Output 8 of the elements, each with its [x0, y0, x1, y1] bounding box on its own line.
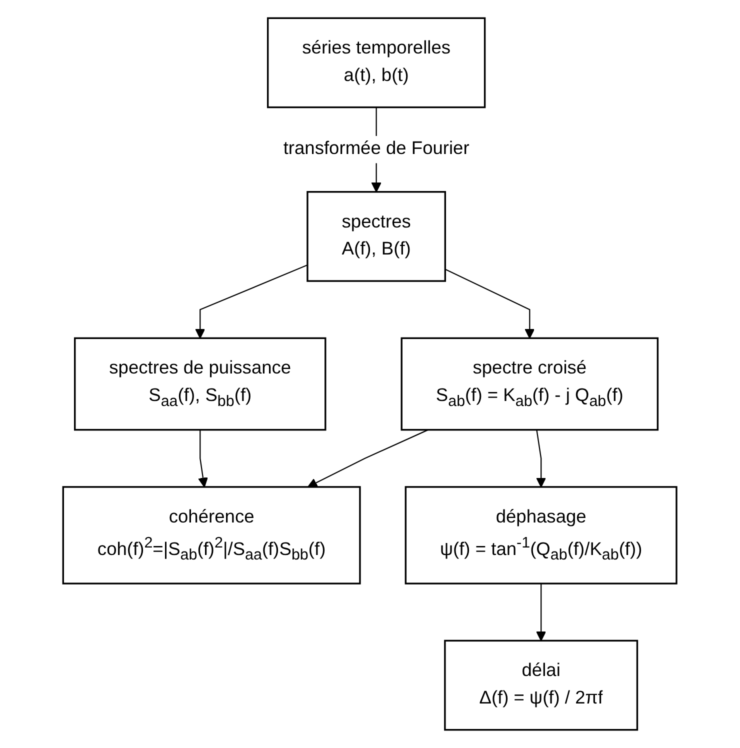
process-box: déphasage ψ(f) = tan$^{-1}$(Q$_{ab}$(f)/K$_{ab}$(f)) — [405, 486, 678, 584]
edge-label: transformée de Fourier — [284, 136, 470, 164]
process-box: spectres de puissance S$_{aa}$(f), S$_{bb}$(f) — [74, 337, 326, 431]
process-box: spectres A(f), B(f) — [306, 191, 446, 282]
process-box: spectre croisé S$_{ab}$(f) = K$_{ab}$(f) - j Q$_{ab}$(f) — [400, 337, 659, 431]
process-box: délai Δ(f) = ψ(f) / 2πf — [444, 640, 638, 731]
process-box: cohérence coh(f)$^{2}$=|S$_{ab}$(f)$^{2}$|/S$_{aa}$(f)S$_{bb}$(f) — [62, 486, 361, 584]
process-box: séries temporelles a(t), b(t) — [267, 17, 486, 108]
